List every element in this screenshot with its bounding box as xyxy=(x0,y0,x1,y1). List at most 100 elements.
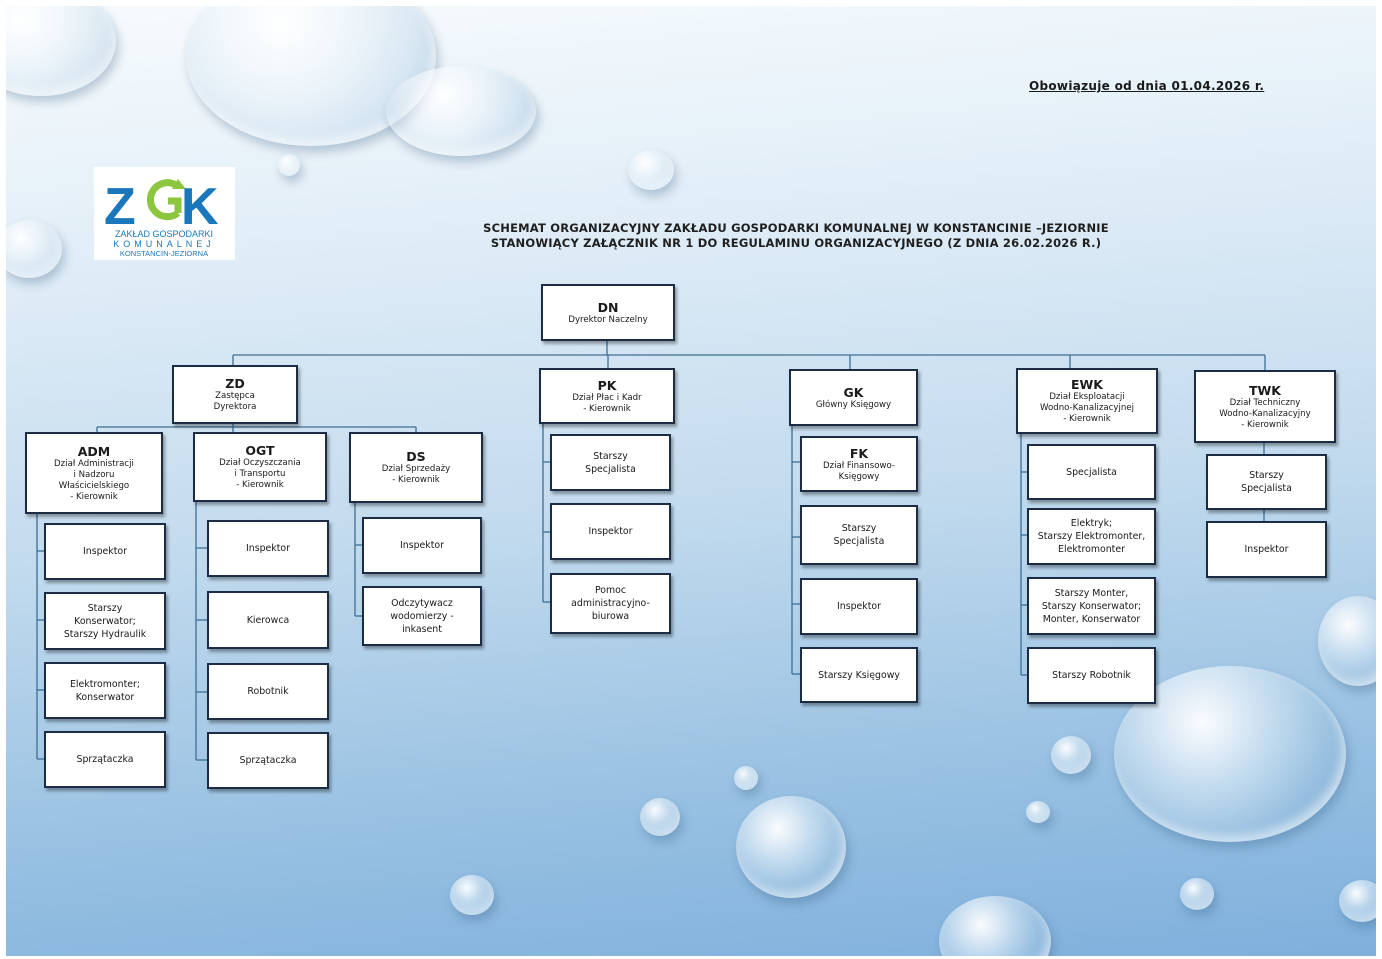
org-box-name: Główny Księgowy xyxy=(815,399,892,410)
water-drop-decoration xyxy=(736,796,846,898)
org-box-name: Dział Administracji i Nadzoru Właściciel… xyxy=(54,458,134,502)
org-box-code: OGT xyxy=(245,443,275,458)
staff-label: Inspektor xyxy=(588,526,633,537)
org-box-twk: TWK Dział Techniczny Wodno-Kanalizacyjny… xyxy=(1194,370,1336,443)
org-box-name: Zastępca Dyrektora xyxy=(213,391,257,412)
staff-box-pk-2: Inspektor xyxy=(550,503,671,560)
org-box-code: DS xyxy=(406,449,426,464)
water-drop-decoration xyxy=(1026,801,1050,823)
staff-label: Starszy Specjalista xyxy=(833,523,885,547)
staff-label: Odczytywacz wodomierzy - inkasent xyxy=(390,597,454,635)
staff-label: Starszy Specjalista xyxy=(1241,470,1292,494)
staff-label: Inspektor xyxy=(399,540,444,551)
logo-line1: ZAKŁAD GOSPODARKI xyxy=(115,229,213,239)
org-box-name: Dział Eksploatacji Wodno-Kanalizacyjnej … xyxy=(1039,392,1134,424)
org-box-code: ZD xyxy=(225,376,245,391)
page-title: SCHEMAT ORGANIZACYJNY ZAKŁADU GOSPODARKI… xyxy=(306,221,1286,251)
logo-line2: KOMUNALNEJ xyxy=(113,239,215,249)
water-drop-decoration xyxy=(278,154,300,176)
org-box-ds: DS Dział Sprzedaży - Kierownik xyxy=(349,432,483,503)
org-box-name: Dział Techniczny Wodno-Kanalizacyjny - K… xyxy=(1219,397,1311,430)
org-box-code: DN xyxy=(597,299,619,315)
org-box-pk: PK Dział Płac i Kadr - Kierownik xyxy=(539,368,675,424)
org-box-name: Dział Sprzedaży - Kierownik xyxy=(381,464,451,485)
staff-box-adm-3: Elektromonter; Konserwator xyxy=(44,662,166,719)
staff-box-ogt-1: Inspektor xyxy=(207,520,329,577)
org-box-ewk: EWK Dział Eksploatacji Wodno-Kanalizacyj… xyxy=(1016,368,1158,434)
water-drop-decoration xyxy=(6,220,62,278)
org-box-name: Dział Oczyszczania i Transportu - Kierow… xyxy=(219,458,301,490)
staff-box-pk-3: Pomoc administracyjno- biurowa xyxy=(550,573,671,634)
org-box-code: GK xyxy=(843,384,864,400)
staff-box-ogt-4: Sprzątaczka xyxy=(207,732,329,789)
title-line-2: STANOWIĄCY ZAŁĄCZNIK NR 1 DO REGULAMINU … xyxy=(490,236,1102,250)
staff-box-ewk-4: Starszy Robotnik xyxy=(1027,647,1156,704)
staff-box-ds-2: Odczytywacz wodomierzy - inkasent xyxy=(362,586,482,646)
effective-date: Obowiązuje od dnia 01.04.2026 r. xyxy=(1029,79,1265,93)
zgk-logo: Z K ZAKŁAD GOSPODARKI KOMUNALNEJ KONSTAN… xyxy=(94,167,235,260)
staff-label: Starszy Konserwator; Starszy Hydraulik xyxy=(63,602,147,640)
staff-box-ogt-3: Robotnik xyxy=(207,663,329,720)
staff-label: Starszy Monter, Starszy Konserwator; Mon… xyxy=(1041,587,1142,625)
org-box-code: FK xyxy=(849,445,869,461)
water-drop-decoration xyxy=(450,875,494,915)
water-drop-decoration xyxy=(1051,736,1091,774)
staff-label: Kierowca xyxy=(246,614,290,626)
staff-label: Inspektor xyxy=(836,601,881,612)
staff-box-gk-3: Starszy Księgowy xyxy=(800,647,918,703)
org-chart-connectors xyxy=(36,340,1266,761)
water-drop-decoration xyxy=(1318,596,1376,686)
staff-label: Sprzątaczka xyxy=(76,754,134,765)
org-box-code: PK xyxy=(597,377,617,393)
org-box-name: Dyrektor Naczelny xyxy=(568,314,648,325)
logo-line3: KONSTANCIN-JEZIORNA xyxy=(120,249,208,258)
water-drop-decoration xyxy=(1180,878,1214,910)
staff-box-gk-2: Inspektor xyxy=(800,578,918,635)
staff-label: Elektromonter; Konserwator xyxy=(69,678,141,703)
staff-label: Starszy Robotnik xyxy=(1052,670,1131,681)
staff-label: Pomoc administracyjno- biurowa xyxy=(571,585,650,622)
staff-box-ewk-2: Elektryk; Starszy Elektromonter, Elektro… xyxy=(1027,508,1156,565)
water-drop-decoration xyxy=(386,66,536,156)
water-drop-decoration xyxy=(640,798,680,836)
staff-label: Elektryk; Starszy Elektromonter, Elektro… xyxy=(1037,518,1146,555)
org-box-zd: ZD Zastępca Dyrektora xyxy=(172,365,298,424)
staff-box-pk-1: Starszy Specjalista xyxy=(550,434,671,491)
staff-box-gk-1: Starszy Specjalista xyxy=(800,505,918,565)
org-box-code: TWK xyxy=(1248,382,1281,398)
staff-box-twk-2: Inspektor xyxy=(1206,521,1327,578)
staff-label: Specjalista xyxy=(1066,466,1117,478)
staff-label: Robotnik xyxy=(247,686,289,697)
staff-label: Inspektor xyxy=(245,543,290,554)
water-drop-decoration xyxy=(734,766,758,790)
water-drop-decoration xyxy=(1339,880,1376,922)
staff-box-adm-1: Inspektor xyxy=(44,523,166,580)
staff-box-ogt-2: Kierowca xyxy=(207,591,329,649)
staff-label: Starszy Księgowy xyxy=(818,669,900,681)
water-drop-decoration xyxy=(628,150,674,190)
slide-background: Obowiązuje od dnia 01.04.2026 r. Z K ZAK… xyxy=(6,6,1376,956)
org-box-code: EWK xyxy=(1070,377,1103,392)
logo-letter-k: K xyxy=(181,178,219,236)
staff-box-ds-1: Inspektor xyxy=(362,517,482,574)
org-box-code: ADM xyxy=(77,443,111,459)
staff-label: Inspektor xyxy=(82,546,127,557)
org-box-name: Dział Finansowo- Księgowy xyxy=(822,460,896,482)
staff-box-adm-2: Starszy Konserwator; Starszy Hydraulik xyxy=(44,592,166,650)
staff-label: Sprzątaczka xyxy=(239,755,297,766)
staff-box-adm-4: Sprzątaczka xyxy=(44,731,166,788)
staff-box-ewk-1: Specjalista xyxy=(1027,444,1156,500)
logo-recycle-g-icon xyxy=(146,179,182,221)
org-box-ogt: OGT Dział Oczyszczania i Transportu - Ki… xyxy=(193,432,327,502)
org-box-name: Dział Płac i Kadr - Kierownik xyxy=(572,392,642,414)
staff-label: Inspektor xyxy=(1244,544,1289,555)
staff-box-twk-1: Starszy Specjalista xyxy=(1206,454,1327,510)
staff-label: Starszy Specjalista xyxy=(585,450,636,475)
staff-box-ewk-3: Starszy Monter, Starszy Konserwator; Mon… xyxy=(1027,577,1156,635)
logo-letter-z: Z xyxy=(104,178,136,236)
title-line-1: SCHEMAT ORGANIZACYJNY ZAKŁADU GOSPODARKI… xyxy=(483,221,1109,235)
org-box-gk: GK Główny Księgowy xyxy=(789,369,918,426)
org-box-fk: FK Dział Finansowo- Księgowy xyxy=(800,436,918,492)
org-box-dn: DN Dyrektor Naczelny xyxy=(541,284,675,341)
org-box-adm: ADM Dział Administracji i Nadzoru Właści… xyxy=(25,432,163,514)
